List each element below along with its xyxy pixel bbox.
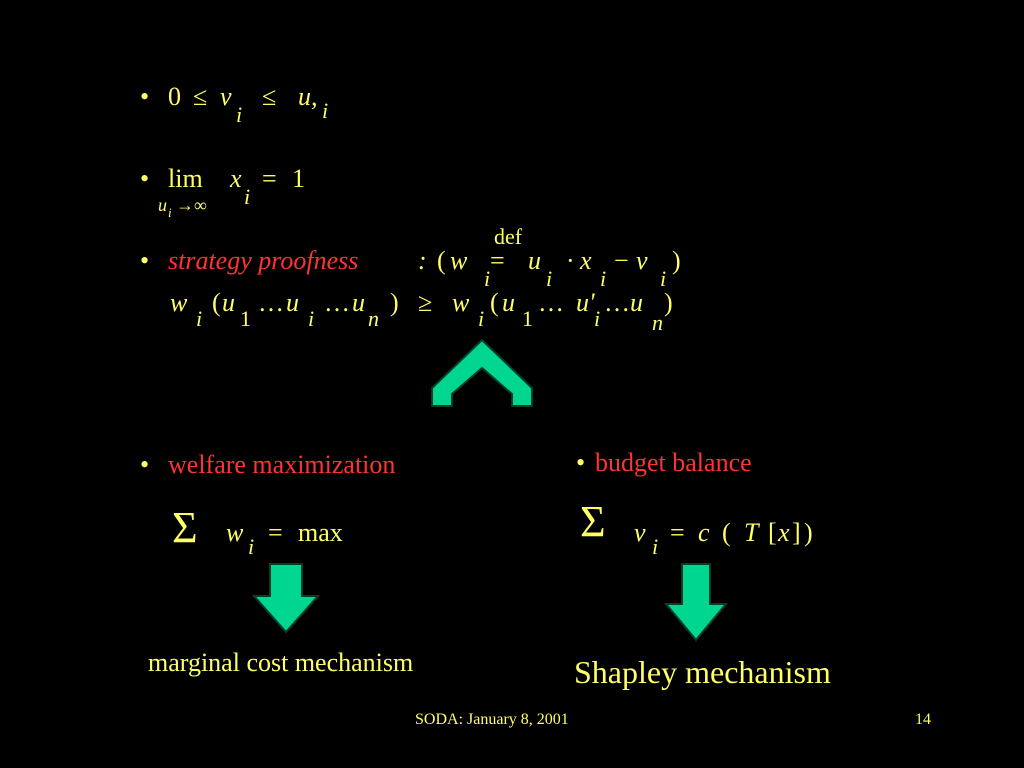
bullet-3: • xyxy=(140,246,150,275)
line4-u2: u xyxy=(502,288,515,317)
line1-u: u, xyxy=(298,82,318,111)
line4-sub-1b: 1 xyxy=(522,306,533,331)
line4-dots3: … xyxy=(538,288,564,317)
line3-colon: : xyxy=(418,246,427,275)
line4-ge: ≥ xyxy=(418,288,433,317)
line4-uprime: u' xyxy=(576,288,595,317)
left-eq: = xyxy=(268,518,283,547)
line4-sub-i2: i xyxy=(478,306,485,331)
marginal-cost-mechanism-label: marginal cost mechanism xyxy=(148,648,414,677)
line3-sub-i-w: i xyxy=(484,266,491,291)
right-eq: = xyxy=(670,518,685,547)
line4-sub-i: i xyxy=(308,306,315,331)
line2-eq: = xyxy=(262,164,277,193)
line4-paren2: ) xyxy=(390,288,399,317)
line4-un2: u xyxy=(630,288,643,317)
right-sub-i: i xyxy=(652,534,659,559)
split-arrow-icon xyxy=(431,338,533,407)
line3-eq: = xyxy=(490,246,505,275)
bullet-4: • xyxy=(140,450,150,479)
footer-text: SODA: January 8, 2001 xyxy=(415,711,569,728)
line4-u1: u xyxy=(222,288,235,317)
line4-sub-i1: i xyxy=(196,306,203,331)
bullet-2: • xyxy=(140,164,150,193)
line3-w: w xyxy=(450,246,468,275)
line3-minus: − xyxy=(614,246,629,275)
line1-le2: ≤ xyxy=(262,82,277,111)
line4-w1: w xyxy=(170,288,188,317)
line1-zero: 0 xyxy=(168,82,181,111)
line1-v: v xyxy=(220,82,232,111)
left-down-arrow-icon xyxy=(252,563,320,634)
line4-dots2: … xyxy=(324,288,350,317)
line2-sub-i: i xyxy=(244,184,251,209)
right-close: ) xyxy=(804,518,813,547)
line3-v: v xyxy=(636,246,648,275)
line4-sub-n2: n xyxy=(652,310,663,335)
right-x: x xyxy=(778,518,790,547)
line4-sub-n: n xyxy=(368,306,379,331)
line3-x: x xyxy=(580,246,592,275)
right-bracket-close: ] xyxy=(792,518,801,547)
left-max: max xyxy=(298,518,343,547)
line3-open: ( xyxy=(437,246,446,275)
left-sigma: Σ xyxy=(172,503,198,552)
line3-sub-i-x: i xyxy=(600,266,607,291)
line4-paren4: ) xyxy=(664,288,673,317)
line3-def: def xyxy=(494,224,523,249)
strategy-proofness-label: strategy proofness xyxy=(168,246,359,275)
line3-close: ) xyxy=(672,246,681,275)
welfare-maximization-label: welfare maximization xyxy=(168,450,396,479)
page-number: 14 xyxy=(915,711,931,728)
line2-lim: lim xyxy=(168,164,203,193)
line4-sub-prime-i: i xyxy=(594,306,601,331)
line4-dots1: … xyxy=(258,288,284,317)
line4-ui: u xyxy=(286,288,299,317)
right-open: ( xyxy=(722,518,731,547)
budget-balance-label: budget balance xyxy=(595,448,752,477)
right-sigma: Σ xyxy=(580,497,606,546)
left-sub-i: i xyxy=(248,534,255,559)
line4-paren1: ( xyxy=(212,288,221,317)
line1-le: ≤ xyxy=(193,82,208,111)
right-down-arrow-icon xyxy=(664,563,728,642)
line3-sub-i-v: i xyxy=(660,266,667,291)
left-w: w xyxy=(226,518,244,547)
bullet-1: • xyxy=(140,82,150,111)
right-T: T xyxy=(744,518,759,547)
line4-un: u xyxy=(352,288,365,317)
line2-limit-i: i xyxy=(168,205,172,220)
right-bracket-open: [ xyxy=(768,518,777,547)
line4-dots4: … xyxy=(604,288,630,317)
line2-one: 1 xyxy=(292,164,305,193)
bullet-5: • xyxy=(576,448,586,477)
line1-sub-i: i xyxy=(236,102,243,127)
line2-x: x xyxy=(230,164,242,193)
line2-limit-arrow: →∞ xyxy=(176,195,207,215)
line4-paren3: ( xyxy=(490,288,499,317)
line4-sub-1: 1 xyxy=(240,306,251,331)
line4-w2: w xyxy=(452,288,470,317)
line3-sub-i-u: i xyxy=(546,266,553,291)
line1-sub-i2: i xyxy=(322,98,329,123)
right-c: c xyxy=(698,518,710,547)
line2-limit-u: u xyxy=(158,195,167,215)
line3-dot: · xyxy=(566,246,575,275)
right-v: v xyxy=(634,518,646,547)
shapley-mechanism-label: Shapley mechanism xyxy=(574,654,831,690)
line3-u: u xyxy=(528,246,541,275)
